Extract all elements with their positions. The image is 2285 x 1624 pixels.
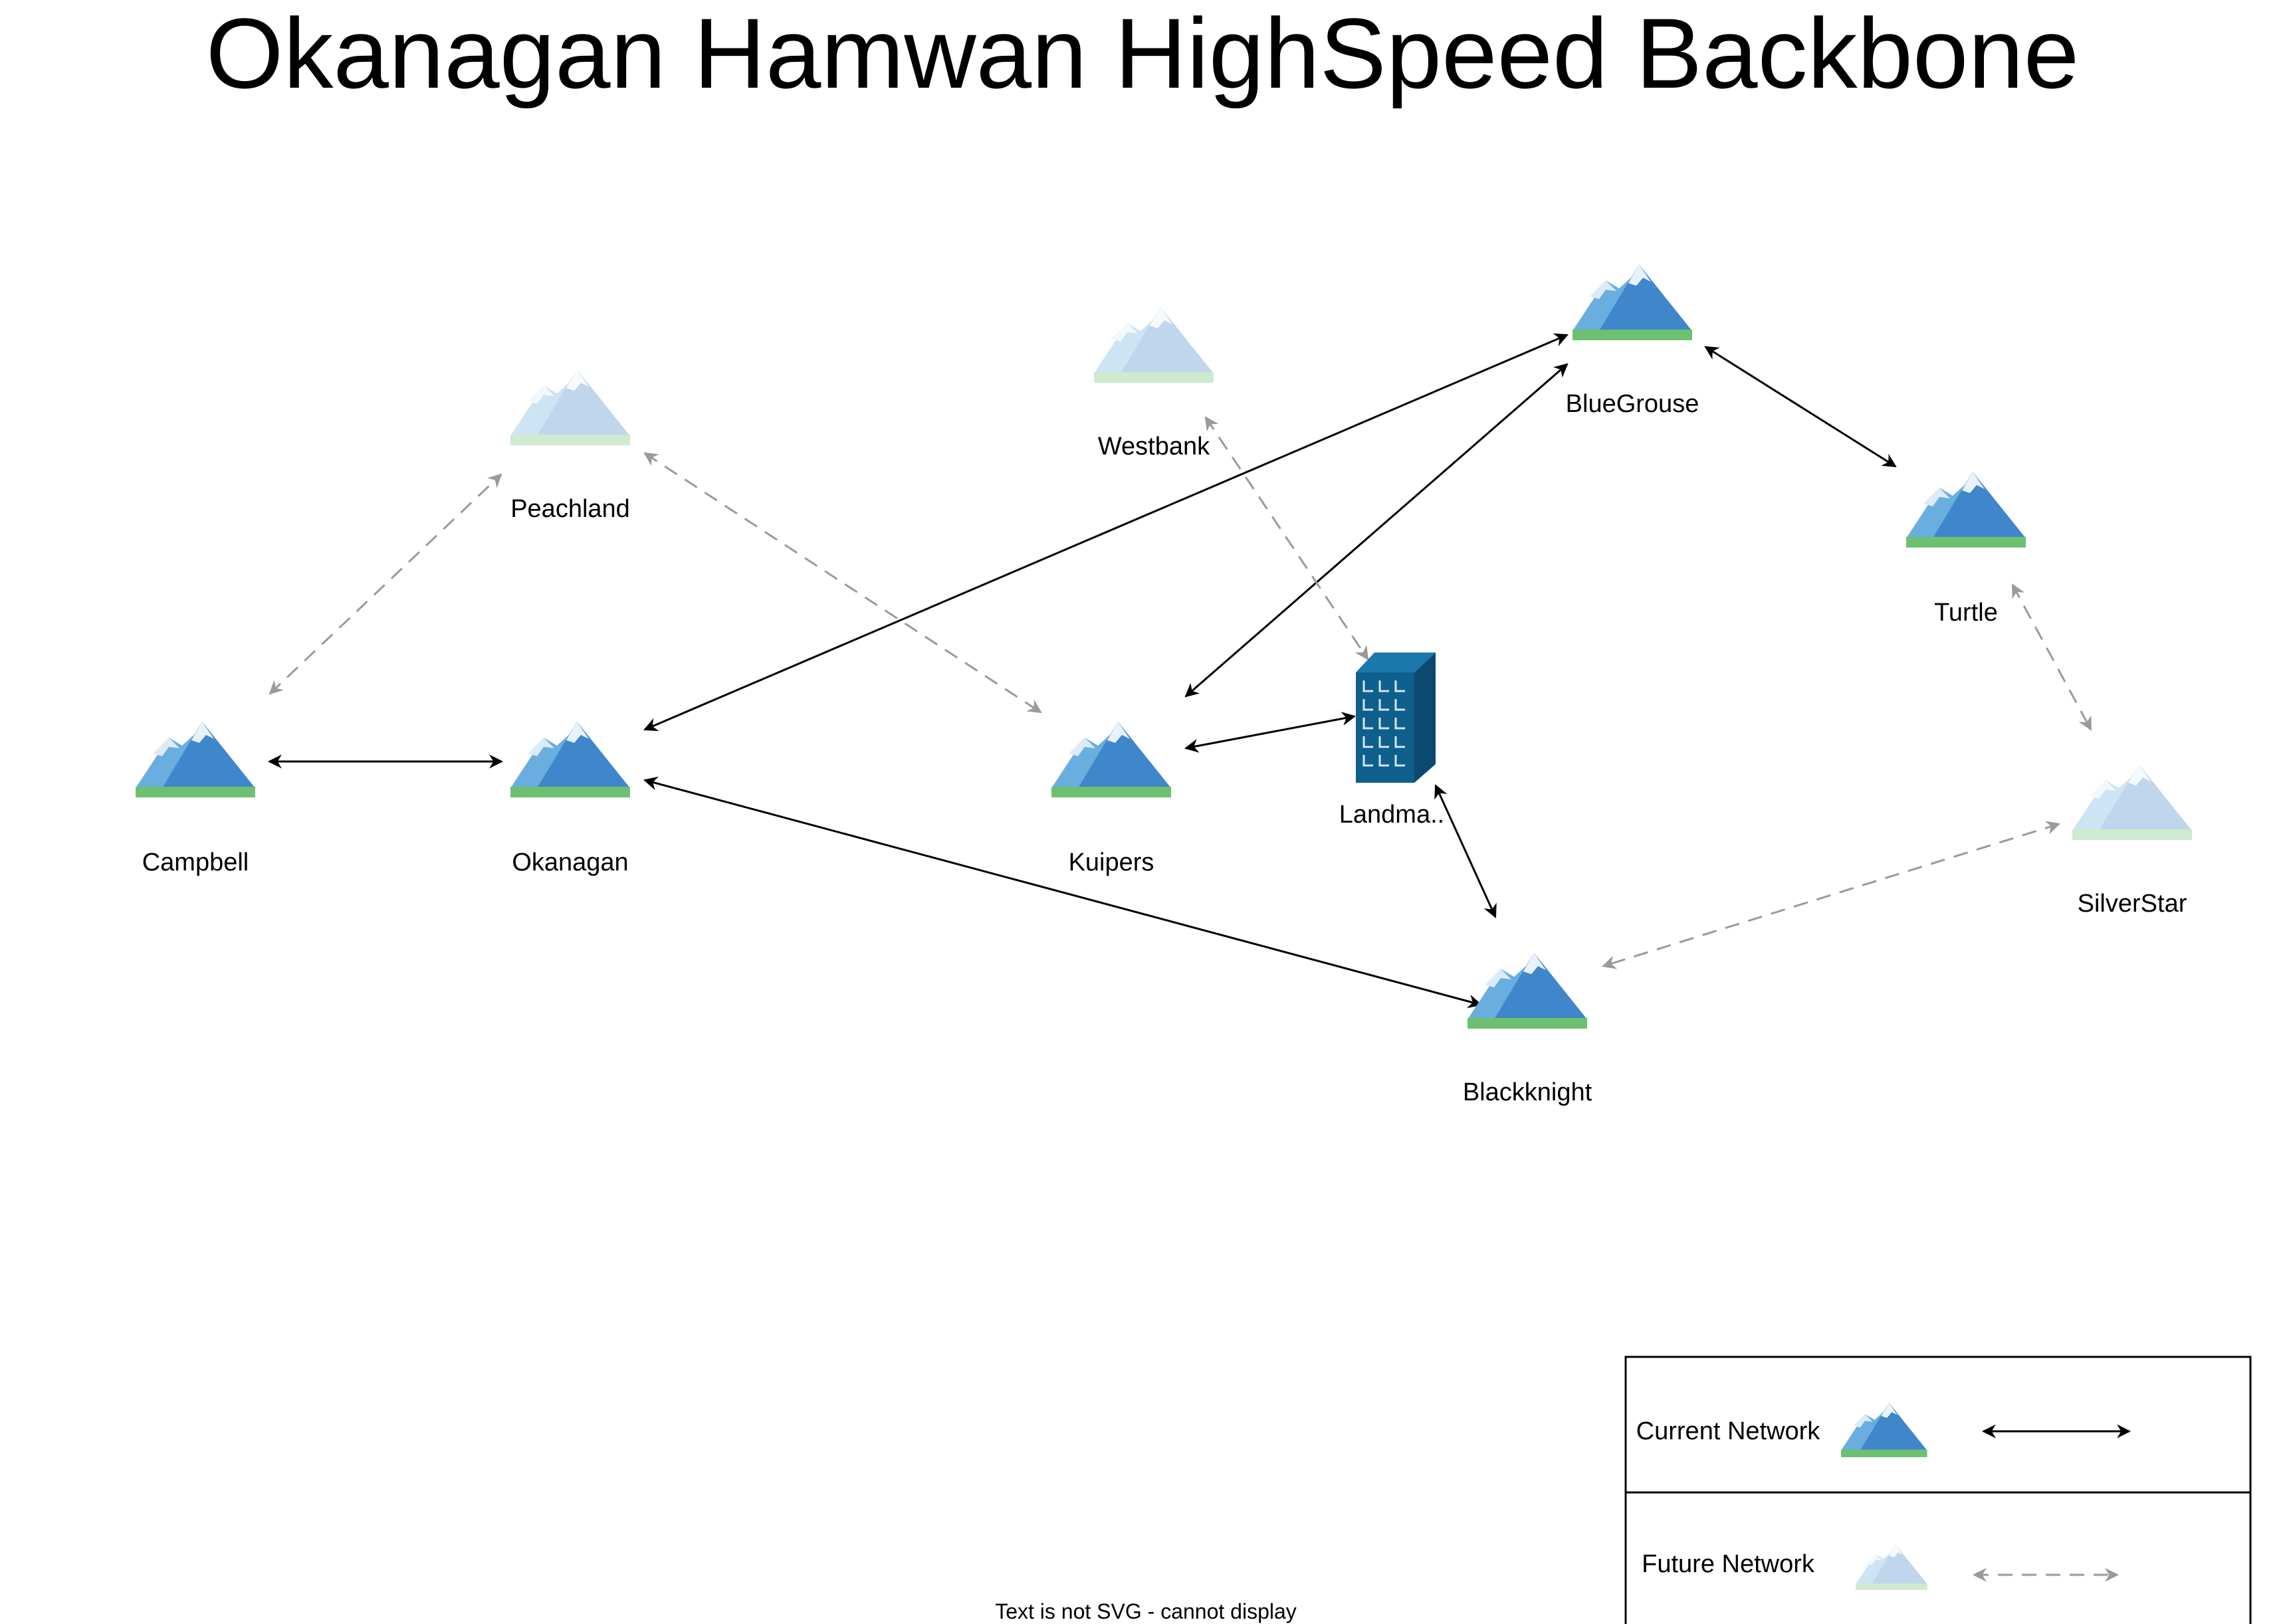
mountain-icon (1906, 472, 2026, 548)
link-westbank-landmark (1204, 416, 1369, 660)
node-label: Landma.. (1339, 801, 1444, 829)
node-label: Peachland (510, 495, 630, 523)
node-turtle[interactable]: Turtle (1906, 472, 2026, 627)
link-silverstar-blackknight (1601, 821, 2061, 969)
node-label: BlueGrouse (1566, 390, 1699, 418)
node-label: Campbell (142, 849, 249, 876)
link-kuipers-bluegrouse (1184, 363, 1569, 698)
legend-future-label: Future Network (1642, 1550, 1815, 1578)
link-campbell-peachland (269, 473, 502, 695)
future-links (269, 416, 2092, 969)
link-bluegrouse-turtle (1704, 346, 1897, 468)
link-landmark-blackknight (1434, 784, 1497, 918)
node-label: SilverStar (2078, 890, 2187, 918)
node-label: Westbank (1098, 433, 1210, 460)
mountain-icon (1573, 264, 1692, 340)
link-peachland-kuipers (643, 452, 1042, 714)
node-label: Blackknight (1463, 1078, 1592, 1106)
mountain-icon (1094, 307, 1214, 383)
node-westbank[interactable]: Westbank (1094, 307, 1214, 460)
node-label: Kuipers (1069, 849, 1154, 876)
node-silverstar[interactable]: SilverStar (2072, 764, 2192, 918)
node-label: Okanagan (512, 849, 628, 876)
mountain-icon (510, 722, 630, 797)
mountain-icon (1051, 722, 1171, 797)
node-label: Turtle (1934, 599, 1998, 627)
node-peachland[interactable]: Peachland (510, 369, 630, 523)
node-bluegrouse[interactable]: BlueGrouse (1566, 264, 1699, 418)
mountain-icon (510, 369, 630, 445)
mountain-icon (2072, 764, 2192, 840)
legend-current-label: Current Network (1636, 1417, 1821, 1445)
node-kuipers[interactable]: Kuipers (1051, 722, 1171, 876)
legend-current: Current Network (1636, 1402, 2131, 1457)
legend-future: Future Network (1642, 1544, 2120, 1590)
diagram-title: Okanagan Hamwan HighSpeed Backbone (205, 0, 2080, 109)
mountain-icon (1468, 953, 1587, 1029)
link-okanagan-blackknight (643, 776, 1483, 1009)
render-warning-text: Text is not SVG - cannot display (995, 1599, 1297, 1623)
building-icon (1356, 653, 1436, 783)
node-blackknight[interactable]: Blackknight (1463, 953, 1592, 1106)
link-kuipers-landmark (1184, 712, 1357, 753)
node-landmark[interactable]: Landma.. (1339, 653, 1444, 829)
link-turtle-silverstar (2011, 583, 2092, 731)
legend: Current Network Future Network (1624, 1356, 2252, 1624)
node-okanagan[interactable]: Okanagan (510, 722, 630, 876)
node-campbell[interactable]: Campbell (136, 722, 255, 876)
mountain-icon (136, 722, 255, 797)
